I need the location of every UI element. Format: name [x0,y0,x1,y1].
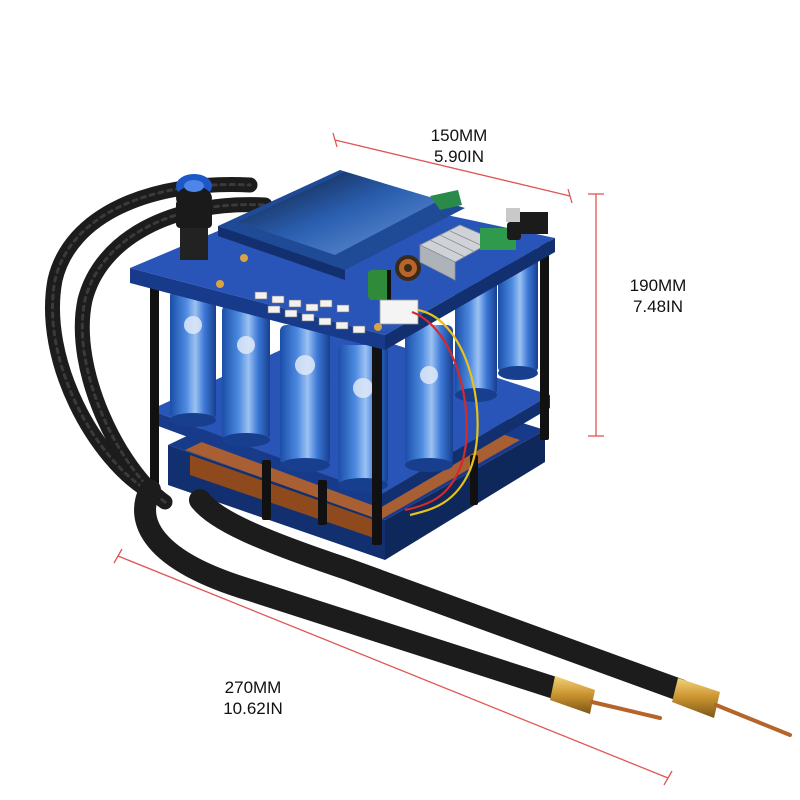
width-dimension-label: 150MM 5.90IN [404,125,514,167]
signal-wires [409,308,479,517]
rotary-knob [176,174,212,260]
length-dimension-line [117,555,669,779]
dimension-lines [113,132,673,786]
width-mm: 150MM [430,126,488,145]
lcd-screen-module [218,170,465,280]
welding-pen-cables [134,479,691,701]
white-connector [379,299,419,325]
inductor-coil [395,255,421,281]
height-dimension-label: 190MM 7.48IN [603,275,713,317]
height-mm: 190MM [629,276,687,295]
height-in: 7.48IN [632,297,684,316]
lcd-display [238,172,440,255]
capacitor [222,305,270,447]
capacitor [405,325,453,472]
dc-power-jack [506,208,548,234]
length-mm: 270MM [224,678,282,697]
width-in: 5.90IN [433,147,485,166]
length-dimension-label: 270MM 10.62IN [198,677,308,719]
welding-pen-right [672,678,792,737]
welding-pen-left [550,676,662,720]
electrolytic-capacitor [368,270,391,300]
capacitor [170,290,216,427]
capacitor [498,248,538,380]
length-in: 10.62IN [223,699,283,718]
standoff-posts [150,240,549,545]
control-buttons [254,291,366,334]
capacitor-bank [170,248,538,492]
green-terminal [480,222,521,250]
width-dimension-line [334,139,571,197]
capacitor [280,325,330,472]
